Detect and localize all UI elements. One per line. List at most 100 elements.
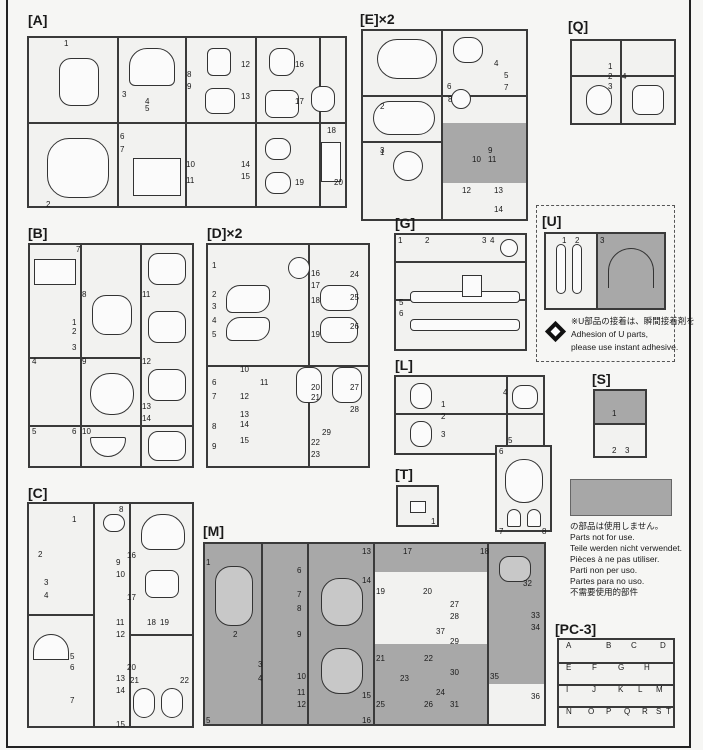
sprue-g [394, 233, 527, 351]
num-l7: 7 [499, 527, 504, 536]
part-l3 [410, 421, 432, 447]
num-d8: 8 [212, 422, 217, 431]
section-label-a: [A] [28, 12, 48, 28]
num-b6: 6 [72, 427, 77, 436]
part-a2 [47, 138, 109, 198]
part-d16 [288, 257, 310, 279]
part-a18 [321, 142, 341, 182]
sprue-e [361, 29, 528, 221]
num-m5: 5 [206, 716, 211, 725]
part-b9 [90, 373, 134, 415]
num-q1: 1 [608, 62, 613, 71]
num-l3: 3 [441, 430, 446, 439]
num-u3: 3 [600, 236, 605, 245]
num-m13: 13 [362, 547, 371, 556]
sprue-m [203, 542, 546, 726]
num-d26: 26 [350, 322, 359, 331]
num-d2: 2 [212, 290, 217, 299]
num-s2: 2 [612, 446, 617, 455]
num-b5: 5 [32, 427, 37, 436]
num-m11: 11 [297, 688, 306, 697]
section-label-u: [U] [542, 213, 562, 229]
part-e3 [393, 151, 423, 181]
num-e4: 4 [494, 59, 499, 68]
num-b2: 2 [72, 327, 77, 336]
gray-area-m-bottom [375, 644, 487, 724]
num-g4: 4 [490, 236, 495, 245]
part-g-grip [462, 275, 482, 297]
num-pc3-i: I [566, 685, 569, 694]
num-d21: 21 [311, 393, 320, 402]
u-note-dashed-box [536, 205, 675, 362]
part-t1 [410, 501, 426, 513]
section-label-b: [B] [28, 225, 48, 241]
part-a9 [205, 88, 235, 114]
num-d7: 7 [212, 392, 217, 401]
part-l8 [527, 509, 541, 527]
section-label-e: [E]×2 [360, 11, 395, 27]
num-m33: 33 [531, 611, 540, 620]
num-c5: 5 [70, 652, 75, 661]
num-m28: 28 [450, 612, 459, 621]
sprue-b [28, 243, 194, 468]
num-a20: 20 [334, 178, 343, 187]
num-a18: 18 [327, 126, 336, 135]
num-d3: 3 [212, 302, 217, 311]
not-for-use-de: Teile werden nicht verwendet. [570, 543, 682, 553]
gray-area-s [595, 391, 645, 423]
num-pc3-c: C [631, 641, 637, 650]
num-b1: 1 [72, 318, 77, 327]
num-a1: 1 [64, 39, 69, 48]
part-g4 [500, 239, 518, 257]
num-l6: 6 [499, 447, 504, 456]
num-c9: 9 [116, 558, 121, 567]
num-m37: 37 [436, 627, 445, 636]
part-c5 [33, 634, 69, 660]
part-u3 [608, 248, 654, 288]
part-u1 [556, 244, 566, 294]
num-a8: 8 [187, 70, 192, 79]
part-b-panel [34, 259, 76, 285]
num-m8: 8 [297, 604, 302, 613]
not-for-use-es: Partes para no uso. [570, 576, 645, 586]
num-m21: 21 [376, 654, 385, 663]
num-l1: 1 [441, 400, 446, 409]
part-l1 [410, 383, 432, 409]
part-a17 [311, 86, 335, 112]
section-label-pc3: [PC-3] [555, 621, 597, 637]
not-for-use-jp: の部品は使用しません。 [570, 521, 664, 531]
part-d20 [296, 367, 322, 403]
part-c22 [161, 688, 183, 718]
num-pc3-e: E [566, 663, 572, 672]
num-d22: 22 [311, 438, 320, 447]
num-a16: 16 [295, 60, 304, 69]
part-c17 [145, 570, 179, 598]
part-b8 [92, 295, 132, 335]
num-m32: 32 [523, 579, 532, 588]
num-m14: 14 [362, 576, 371, 585]
num-pc3-t: T [666, 707, 671, 716]
num-d25: 25 [350, 293, 359, 302]
num-a13: 13 [241, 92, 250, 101]
part-e1 [377, 39, 437, 79]
num-d28: 28 [350, 405, 359, 414]
num-c13: 13 [116, 674, 125, 683]
num-e6: 6 [447, 82, 452, 91]
part-a12 [269, 48, 295, 76]
num-e11: 11 [488, 155, 497, 164]
num-m26: 26 [424, 700, 433, 709]
num-t1: 1 [431, 517, 436, 526]
num-m9: 9 [297, 630, 302, 639]
num-c19: 19 [160, 618, 169, 627]
num-b12: 12 [142, 357, 151, 366]
section-label-s: [S] [592, 371, 611, 387]
num-d20: 20 [311, 383, 320, 392]
part-e2 [373, 101, 435, 135]
num-d12: 12 [240, 392, 249, 401]
u-note-en1: Adhesion of U parts, [571, 329, 649, 339]
num-m20: 20 [423, 587, 432, 596]
num-a4: 4 [145, 97, 150, 106]
num-d18: 18 [311, 296, 320, 305]
part-c8 [103, 514, 125, 532]
num-a6: 6 [120, 132, 125, 141]
